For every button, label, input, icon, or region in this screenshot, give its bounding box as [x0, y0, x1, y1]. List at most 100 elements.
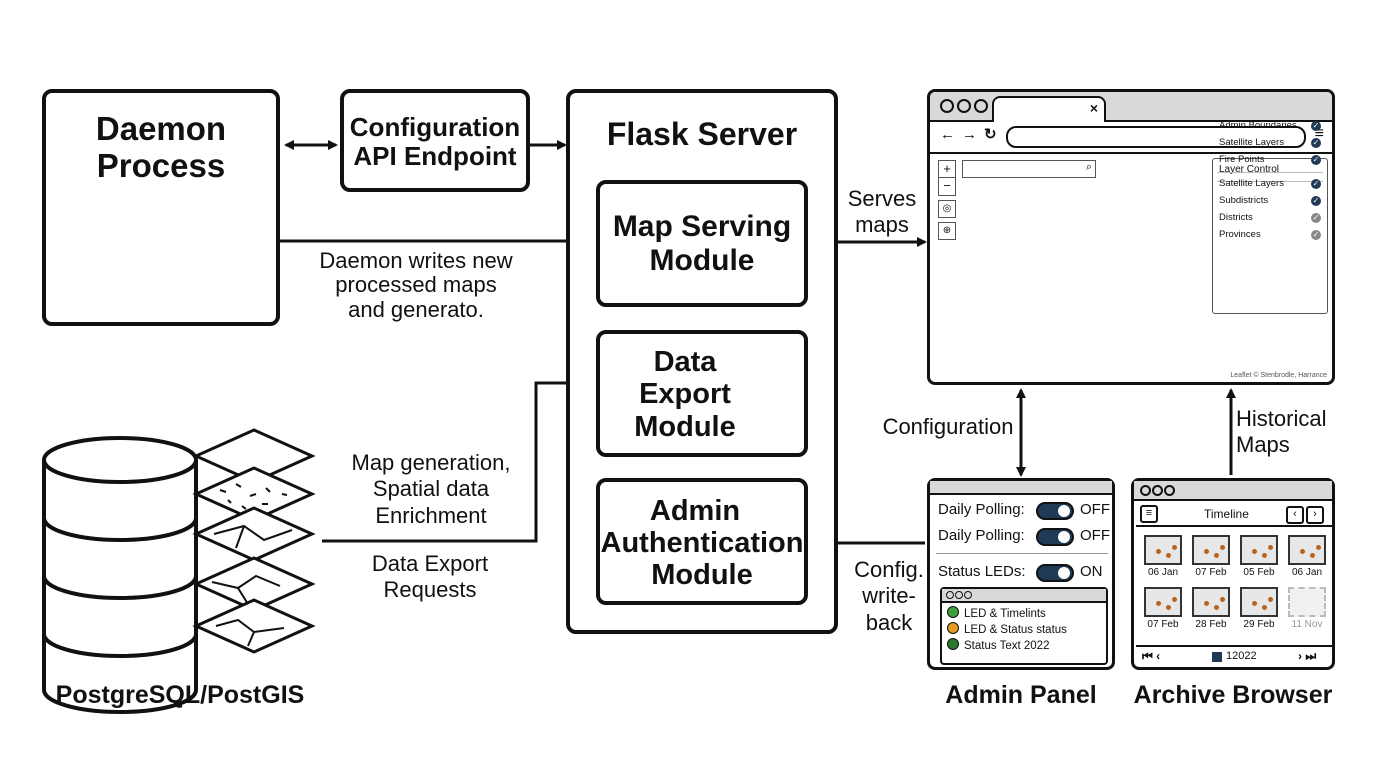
locate-icon[interactable]: ⊕ [938, 222, 956, 240]
admin-setting-row: Status LEDs:ON [938, 563, 1112, 583]
map-search-input[interactable]: ⌕ [962, 160, 1096, 178]
checkbox-icon[interactable]: ✓ [1311, 230, 1321, 240]
archive-thumbnail[interactable] [1144, 535, 1182, 565]
layer-item[interactable]: Provinces✓ [1219, 229, 1321, 243]
toggle-state: ON [1080, 563, 1103, 580]
serves-maps-label: Serves maps [838, 186, 926, 239]
config-api-line2: API Endpoint [353, 141, 517, 172]
browser-tab-bar: × [930, 92, 1332, 122]
status-led-icon [947, 622, 959, 634]
archive-thumbnail[interactable] [1240, 535, 1278, 565]
map-serving-module: Map Serving Module [596, 180, 808, 307]
menu-icon[interactable]: ≡ [1314, 125, 1324, 142]
archive-thumbnail[interactable] [1288, 587, 1326, 617]
back-arrow-icon[interactable]: ← [940, 126, 955, 143]
layer-item[interactable]: Subdistricts ✓ [1219, 195, 1321, 209]
map-module-line1: Map Serving [612, 210, 792, 243]
thumbnail-date: 07 Feb [1147, 619, 1179, 630]
thumbnail-date: 07 Feb [1195, 567, 1227, 578]
window-control-icon[interactable] [974, 99, 988, 113]
data-export-line1: Data Export [371, 551, 489, 576]
layer-item[interactable]: Satellite Layers✓ [1219, 137, 1321, 151]
zoom-out-button[interactable]: − [943, 178, 951, 193]
toggle-switch[interactable] [1036, 528, 1074, 546]
address-bar[interactable] [1006, 126, 1306, 148]
flask-title: Flask Server [606, 116, 798, 152]
status-title-bar [942, 589, 1106, 603]
search-icon: ⌕ [1085, 161, 1092, 173]
prev-arrow-icon[interactable]: ‹ [1286, 506, 1304, 524]
archive-thumbnail[interactable] [1144, 587, 1182, 617]
admin-setting-label: Daily Polling: [938, 527, 1025, 544]
thumbnail-date: 06 Jan [1291, 567, 1323, 578]
calendar-icon [1212, 652, 1222, 662]
skip-forward-icon[interactable]: › ⏭ [1298, 649, 1317, 663]
historical-maps-line2: Maps [1236, 432, 1290, 458]
status-item-label: LED & Timelints [964, 608, 1046, 620]
window-control-icon[interactable] [940, 99, 954, 113]
zoom-control: + − [938, 160, 956, 196]
toggle-switch[interactable] [1036, 564, 1074, 582]
checkbox-icon[interactable]: ✓ [1311, 121, 1321, 131]
thumbnail-date: 05 Feb [1243, 567, 1275, 578]
status-item: Status Text 2022 [942, 638, 1106, 652]
archive-thumbnail[interactable] [1192, 535, 1230, 565]
status-item: LED & Timelints [942, 606, 1106, 620]
admin-setting-row: Daily Polling:OFF [938, 527, 1112, 547]
browser-toolbar: ← → ↻ ≡ [930, 122, 1332, 154]
archive-thumbnail[interactable] [1288, 535, 1326, 565]
status-item-label: Status Text 2022 [964, 640, 1050, 652]
map-generation-line1: Map generation, [351, 450, 511, 475]
archive-footer-date: 12022 [1226, 650, 1257, 662]
layer-item[interactable]: Admin Boundaries✓ [1219, 120, 1321, 134]
daemon-title-line2: Process [96, 146, 226, 184]
gis-layers-icon [192, 428, 316, 654]
timeline-title: Timeline [1204, 507, 1249, 521]
admin-panel-label: Admin Panel [945, 681, 1097, 709]
tab-close-icon[interactable]: × [1089, 100, 1098, 116]
layers-icon[interactable]: ◎ [938, 200, 956, 218]
layer-item[interactable]: Satellite Layers✓ [1217, 172, 1323, 192]
layer-item-label: Subdistricts [1219, 195, 1269, 206]
config-api-title: Configuration API Endpoint [344, 112, 526, 172]
status-led-icon [947, 606, 959, 618]
config-api-box: Configuration API Endpoint [340, 89, 530, 192]
database-icon [42, 436, 198, 714]
toggle-switch[interactable] [1036, 502, 1074, 520]
map-attribution: Leaflet © Stenbrodle, Harrance [1230, 372, 1327, 379]
writeback-line2: write- [862, 583, 916, 609]
skip-back-icon[interactable]: ⏮ ‹ [1142, 649, 1161, 663]
checkbox-icon[interactable]: ✓ [1311, 155, 1321, 165]
config-api-line1: Configuration [349, 112, 521, 142]
data-export-module: Data Export Module [596, 330, 808, 457]
configuration-label: Configuration [882, 414, 1014, 439]
checkbox-icon[interactable]: ✓ [1311, 179, 1321, 189]
archive-thumbnail[interactable] [1192, 587, 1230, 617]
layer-item-label: Districts [1219, 212, 1253, 223]
map-generation-label: Map generation, Spatial data Enrichment [336, 450, 526, 529]
admin-setting-row: Daily Polling: OFF [938, 501, 1112, 521]
archive-thumbnail[interactable] [1240, 587, 1278, 617]
layer-item[interactable]: Fire Points✓ [1219, 154, 1321, 168]
layer-control-title: Layer Control [1219, 164, 1280, 175]
map-generation-line2: Spatial data [372, 476, 490, 502]
forward-arrow-icon[interactable]: → [962, 126, 977, 143]
checkbox-icon[interactable]: ✓ [1311, 213, 1321, 223]
archive-title-bar [1134, 481, 1332, 501]
reload-icon[interactable]: ↻ [984, 126, 997, 143]
checkbox-icon[interactable]: ✓ [1311, 138, 1321, 148]
layer-control-panel: Layer Control Admin Boundaries✓ Satellite… [1212, 120, 1328, 314]
checkbox-icon[interactable]: ✓ [1311, 196, 1321, 206]
browser-tab[interactable]: × [992, 96, 1106, 122]
historical-maps-line1: Historical [1236, 406, 1327, 431]
admin-setting-label: Daily Polling: [938, 501, 1025, 518]
next-arrow-icon[interactable]: › [1306, 506, 1324, 524]
hamburger-menu-icon[interactable]: ≡ [1140, 505, 1158, 523]
window-control-icon[interactable] [957, 99, 971, 113]
layer-item[interactable]: Districts ✓ [1219, 212, 1321, 226]
zoom-in-button[interactable]: + [939, 161, 955, 178]
database-label: PostgreSQL/PostGIS [55, 681, 305, 709]
toggle-state: OFF [1080, 501, 1110, 518]
